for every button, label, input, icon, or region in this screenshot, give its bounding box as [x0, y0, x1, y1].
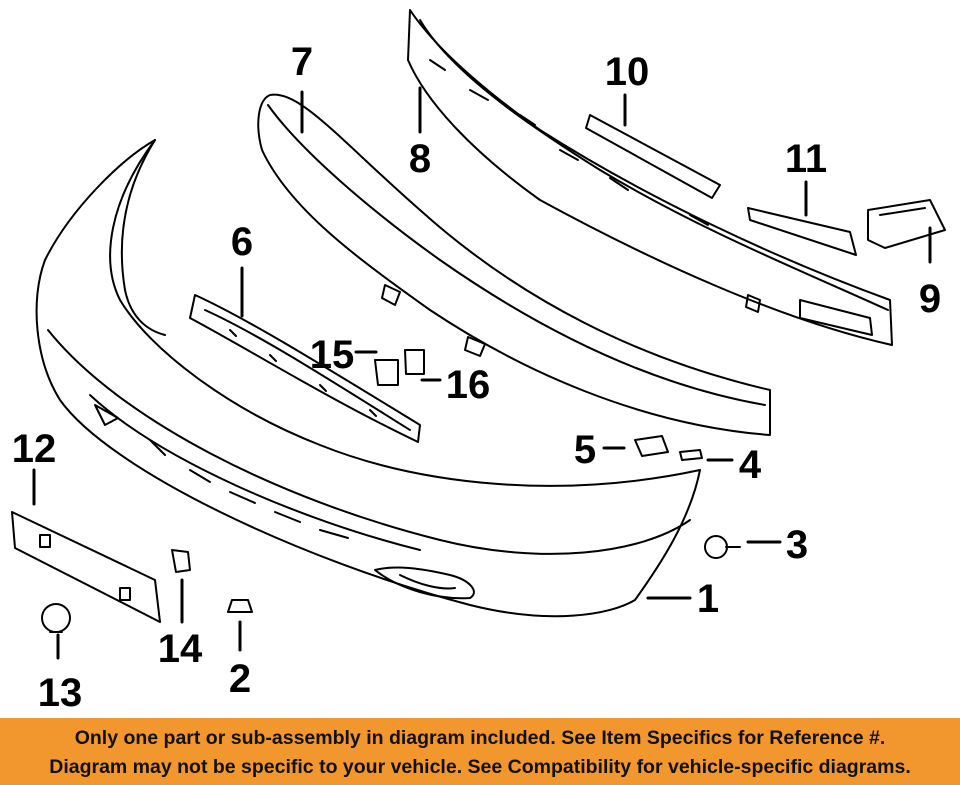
callout-8: 8 — [409, 137, 431, 181]
callout-4: 4 — [739, 443, 762, 487]
callout-16: 16 — [446, 363, 491, 407]
callout-7: 7 — [291, 40, 313, 84]
callout-6: 6 — [231, 220, 253, 264]
nut-4 — [679, 449, 703, 461]
callout-9: 9 — [919, 277, 941, 321]
parts-diagram: 1 2 3 4 5 6 7 8 9 10 11 12 13 14 15 16 — [11, 9, 946, 715]
bracket — [867, 199, 946, 249]
bumper-cover — [35, 139, 701, 618]
callout-11: 11 — [785, 137, 827, 181]
callout-14: 14 — [158, 627, 203, 671]
bolt-2 — [227, 599, 253, 613]
impact-bar — [407, 9, 893, 346]
reinforcement-strip-10 — [585, 114, 721, 199]
disclaimer-line-1: Only one part or sub-assembly in diagram… — [74, 727, 886, 749]
callout-15: 15 — [310, 333, 355, 377]
clip-15 — [374, 359, 399, 386]
callout-3: 3 — [786, 523, 808, 567]
callout-10: 10 — [605, 50, 650, 94]
callout-2: 2 — [229, 657, 251, 701]
retainer-3 — [704, 535, 741, 559]
fastener-13 — [41, 603, 71, 633]
reinforcement-strip-11 — [747, 207, 857, 256]
clip-16 — [404, 349, 425, 375]
callout-numbers: 1 2 3 4 5 6 7 8 9 10 11 12 13 14 15 16 — [12, 40, 941, 715]
clip-14 — [171, 549, 191, 573]
callout-13: 13 — [38, 671, 83, 715]
callout-12: 12 — [12, 427, 57, 471]
energy-absorber — [257, 93, 771, 436]
clip-5 — [634, 435, 669, 457]
callout-1: 1 — [697, 577, 719, 621]
bumper-strip — [189, 294, 421, 443]
disclaimer-banner: Only one part or sub-assembly in diagram… — [0, 718, 960, 785]
leader-lines — [32, 86, 932, 660]
disclaimer-line-2: Diagram may not be specific to your vehi… — [49, 756, 911, 778]
callout-5: 5 — [574, 428, 596, 472]
end-bracket — [11, 511, 161, 623]
